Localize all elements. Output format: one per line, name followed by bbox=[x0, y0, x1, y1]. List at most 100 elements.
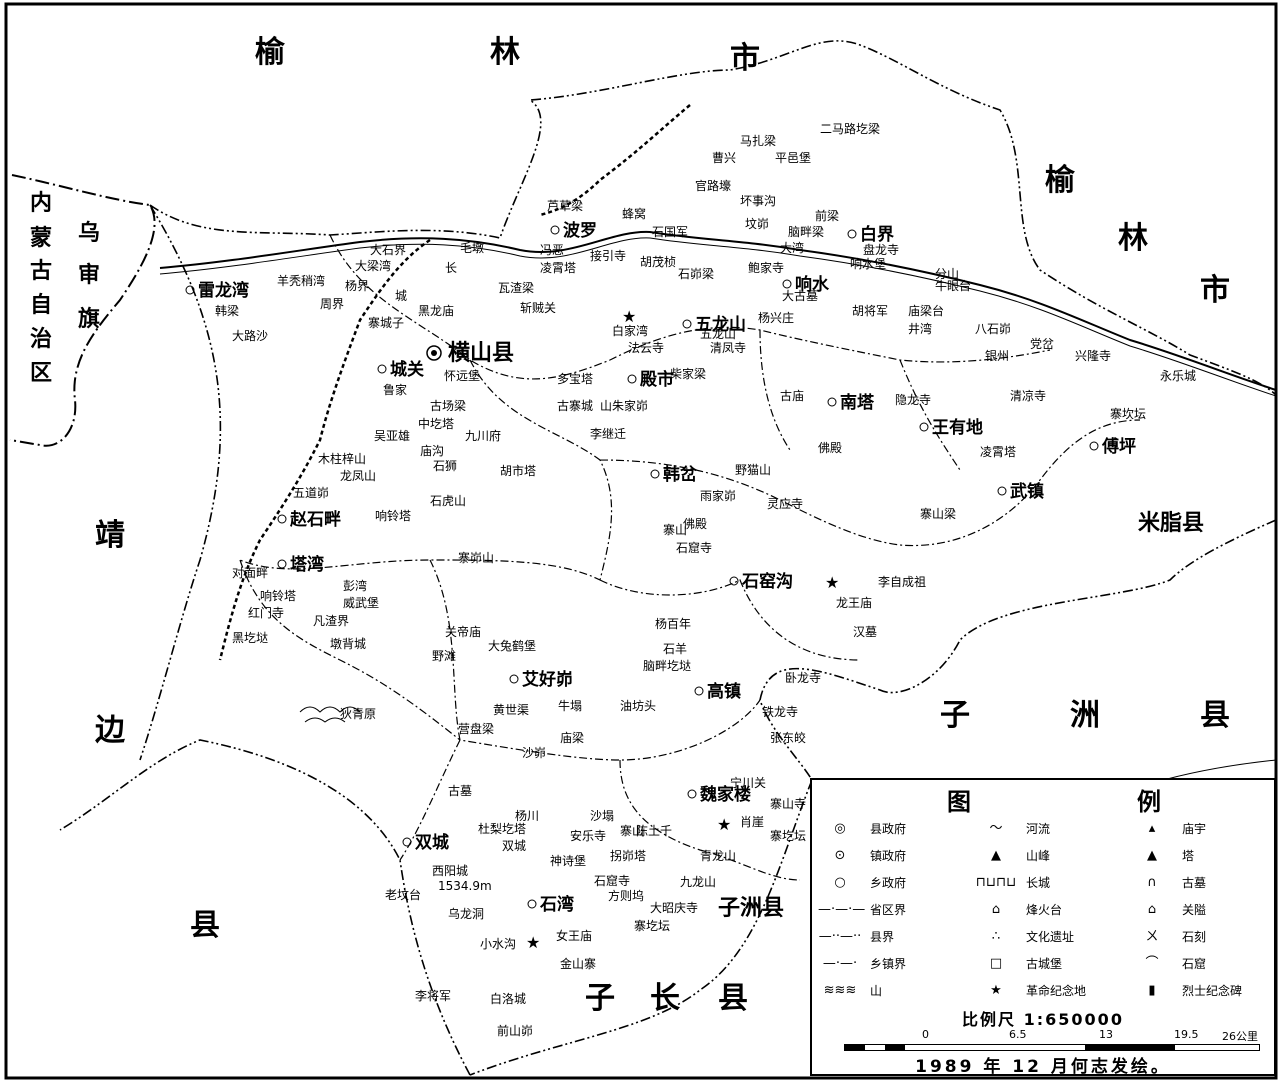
great-wall bbox=[218, 104, 691, 661]
place-label: 脑畔圪垯 bbox=[643, 658, 691, 673]
place-label: 八石峁 bbox=[975, 322, 1011, 336]
county-seat-label: 横山县 bbox=[448, 341, 514, 366]
svg-text:古: 古 bbox=[30, 258, 52, 284]
legend-label: 烈士纪念碑 bbox=[1182, 984, 1243, 998]
place-label: 宁川关 bbox=[730, 775, 766, 790]
place-label: 红门寺 bbox=[248, 605, 284, 620]
place-label: 大昭庆寺 bbox=[650, 901, 698, 915]
town-label: 高镇 bbox=[707, 681, 741, 702]
town-label: 韩岔 bbox=[663, 464, 698, 485]
legend-item: ○乡政府 bbox=[818, 874, 906, 891]
place-label: 脑畔梁 bbox=[788, 224, 824, 239]
legend-symbol-icon: —·—·— bbox=[818, 901, 866, 917]
place-label: 五道峁 bbox=[293, 486, 329, 500]
inner-mongolia-label: 内 蒙 古 自 治 区 bbox=[30, 191, 52, 386]
town-symbol bbox=[277, 514, 287, 524]
legend-label: 县界 bbox=[870, 930, 895, 944]
place-label: 杨界 bbox=[345, 278, 369, 293]
legend-label: 烽火台 bbox=[1026, 903, 1063, 917]
town-label: 石湾 bbox=[539, 894, 574, 915]
town-label: 殿市 bbox=[639, 369, 674, 390]
place-label: 斩贼关 bbox=[520, 300, 556, 315]
legend-item: —·—·— 省区界 bbox=[818, 901, 906, 918]
place-label: 李将军 bbox=[415, 988, 451, 1003]
place-label: 古庙 bbox=[780, 388, 804, 403]
legend-label: 革命纪念地 bbox=[1026, 984, 1087, 998]
place-label: 前山峁 bbox=[497, 1023, 533, 1038]
svg-text:审: 审 bbox=[78, 262, 100, 288]
place-label: 二马路圪梁 bbox=[820, 121, 880, 136]
place-label: 卧龙寺 bbox=[785, 671, 821, 685]
place-label: 大古墓 bbox=[782, 288, 818, 303]
legend-symbol-icon: ≋≋≋ bbox=[823, 982, 857, 998]
place-label: 牛眼台 bbox=[935, 278, 971, 293]
place-label: 寨山寺 bbox=[770, 796, 806, 811]
legend-label: 石窟 bbox=[1182, 957, 1207, 971]
place-label: 胡茂桢 bbox=[640, 255, 676, 269]
place-label: 响铃塔 bbox=[260, 588, 296, 603]
revolution-star-icon: ★ bbox=[526, 933, 540, 952]
place-label: 佛殿 bbox=[683, 517, 707, 531]
place-label: 寨圪坛 bbox=[634, 918, 670, 933]
place-label: 老坟台 bbox=[385, 887, 421, 902]
town-label: 南塔 bbox=[840, 392, 875, 413]
place-label: 沙峁 bbox=[522, 746, 546, 760]
legend-item: ⌂关隘 bbox=[1130, 901, 1206, 918]
place-label: 芦草梁 bbox=[547, 198, 583, 213]
town-symbol bbox=[550, 225, 560, 235]
place-label: 吴亚雄 bbox=[374, 428, 410, 443]
place-label: 杨川 bbox=[515, 808, 539, 823]
legend-item: ▲塔 bbox=[1130, 847, 1194, 864]
svg-text:县: 县 bbox=[718, 981, 748, 1016]
place-label: 平邑堡 bbox=[775, 150, 811, 165]
place-label: 胡市塔 bbox=[500, 463, 536, 478]
place-label: 鲍家寺 bbox=[748, 260, 784, 275]
place-label: 杜梨圪塔 bbox=[478, 821, 526, 836]
legend-item: ⌒石窟 bbox=[1130, 955, 1206, 972]
town-symbol bbox=[377, 364, 387, 374]
place-label: 西阳城 bbox=[432, 864, 468, 878]
place-label: 接引寺 bbox=[590, 248, 626, 263]
place-label: 五龙山 bbox=[700, 327, 736, 341]
place-label: 石窟寺 bbox=[594, 873, 630, 888]
place-label: 营盘梁 bbox=[458, 721, 494, 736]
town-symbol bbox=[402, 837, 412, 847]
town-symbol bbox=[277, 559, 287, 569]
place-label: 关帝庙 bbox=[445, 624, 481, 639]
zizhou-inner-label: 子洲县 bbox=[718, 896, 784, 921]
scale-tick: 19.5 bbox=[1174, 1028, 1199, 1041]
svg-text:县: 县 bbox=[190, 908, 220, 943]
town-label: 城关 bbox=[390, 359, 424, 380]
legend-label: 石刻 bbox=[1182, 930, 1207, 944]
legend-label: 文化遗址 bbox=[1026, 930, 1075, 944]
place-label: 墩背城 bbox=[330, 637, 366, 651]
place-label: 黑龙庙 bbox=[418, 304, 454, 318]
place-label: 白洛城 bbox=[490, 991, 526, 1006]
wuding-river-bank bbox=[159, 237, 1277, 397]
revolution-star-icon: ★ bbox=[717, 815, 731, 834]
township-boundary bbox=[239, 234, 1141, 881]
place-label: 野猫山 bbox=[735, 463, 771, 477]
place-label: 鲁家 bbox=[383, 382, 407, 397]
town-symbol bbox=[509, 674, 519, 684]
place-label: 神诗堡 bbox=[550, 853, 586, 868]
place-label: 永乐城 bbox=[1160, 369, 1196, 383]
place-label: 九川府 bbox=[465, 428, 501, 443]
legend-label: 镇政府 bbox=[870, 849, 907, 863]
legend-label: 省区界 bbox=[870, 903, 907, 917]
place-label: 响水堡 bbox=[850, 256, 886, 271]
place-label: 双城 bbox=[502, 839, 526, 853]
legend-symbol-icon: ◎ bbox=[834, 820, 846, 836]
legend-symbol-icon: 〜 bbox=[989, 820, 1003, 836]
scale-label: 比例尺 1:650000 bbox=[962, 1010, 1124, 1029]
town-label: 魏家楼 bbox=[699, 784, 751, 805]
place-label: 拐峁塔 bbox=[610, 848, 646, 863]
town-label: 双城 bbox=[415, 833, 449, 853]
zizhou-county-label: 子 洲 县 bbox=[940, 698, 1230, 733]
place-label: 古墓 bbox=[448, 783, 472, 798]
town-symbol bbox=[919, 422, 929, 432]
place-label: 古场梁 bbox=[430, 398, 466, 413]
place-label: 黑圪垯 bbox=[232, 630, 268, 645]
legend-item: ㄨ石刻 bbox=[1130, 928, 1206, 945]
legend-label: 山峰 bbox=[1026, 849, 1051, 863]
